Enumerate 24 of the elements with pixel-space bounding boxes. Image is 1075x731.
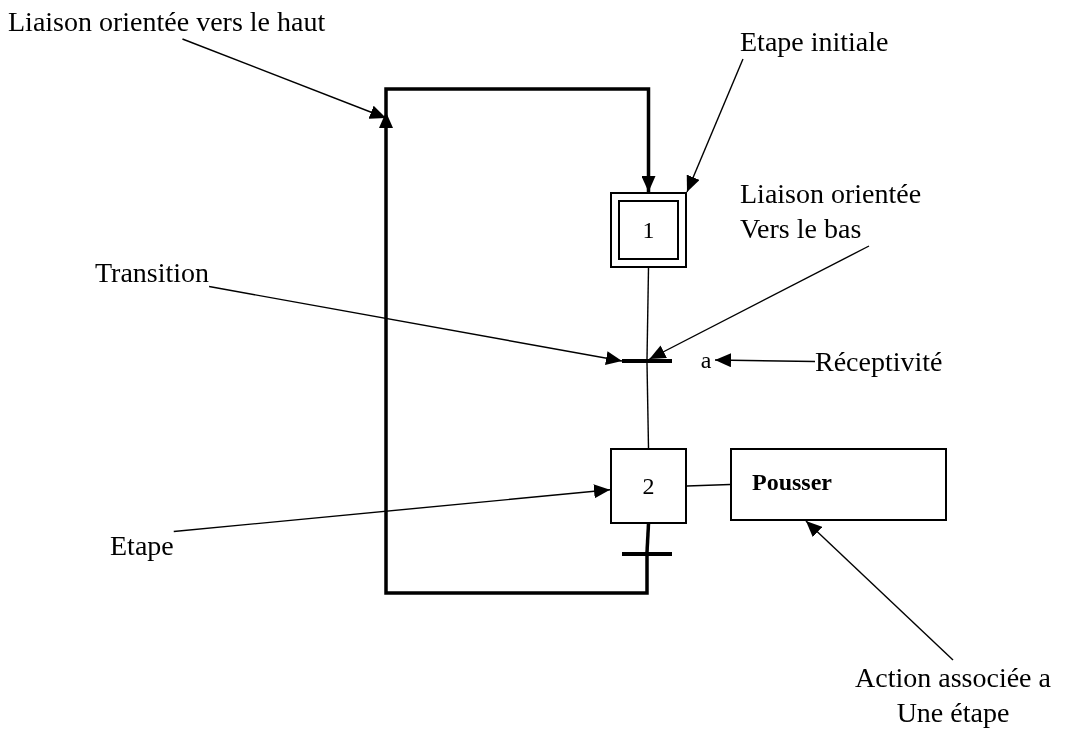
connector-line	[646, 267, 650, 360]
annotation-text: Liaison orientée Vers le bas	[740, 176, 955, 246]
connector-line	[686, 483, 731, 487]
leader-arrow	[805, 520, 954, 661]
annotation-text: Etape initiale	[740, 24, 889, 59]
annotation-text: Réceptivité	[815, 344, 943, 379]
annotation-text: Liaison orientée vers le haut	[8, 4, 326, 39]
leader-arrow	[173, 484, 611, 533]
transition-bar	[622, 552, 672, 556]
leader-arrow	[208, 285, 623, 366]
action-box: Pousser	[730, 448, 947, 521]
annotation-text: Etape	[110, 528, 174, 563]
leader-arrow	[686, 58, 744, 193]
step-box: 2	[610, 448, 687, 524]
annotation-text: Transition	[95, 255, 210, 290]
leader-arrow	[648, 245, 870, 360]
connector-line	[645, 523, 651, 553]
leader-arrow	[714, 353, 816, 368]
transition-bar	[622, 359, 672, 363]
receptivity-text: a	[697, 344, 715, 376]
annotation-text: Action associée a Une étape	[840, 660, 1066, 730]
leader-arrow	[181, 38, 387, 119]
connector-line	[646, 362, 650, 449]
initial-step-box: 1	[610, 192, 687, 268]
